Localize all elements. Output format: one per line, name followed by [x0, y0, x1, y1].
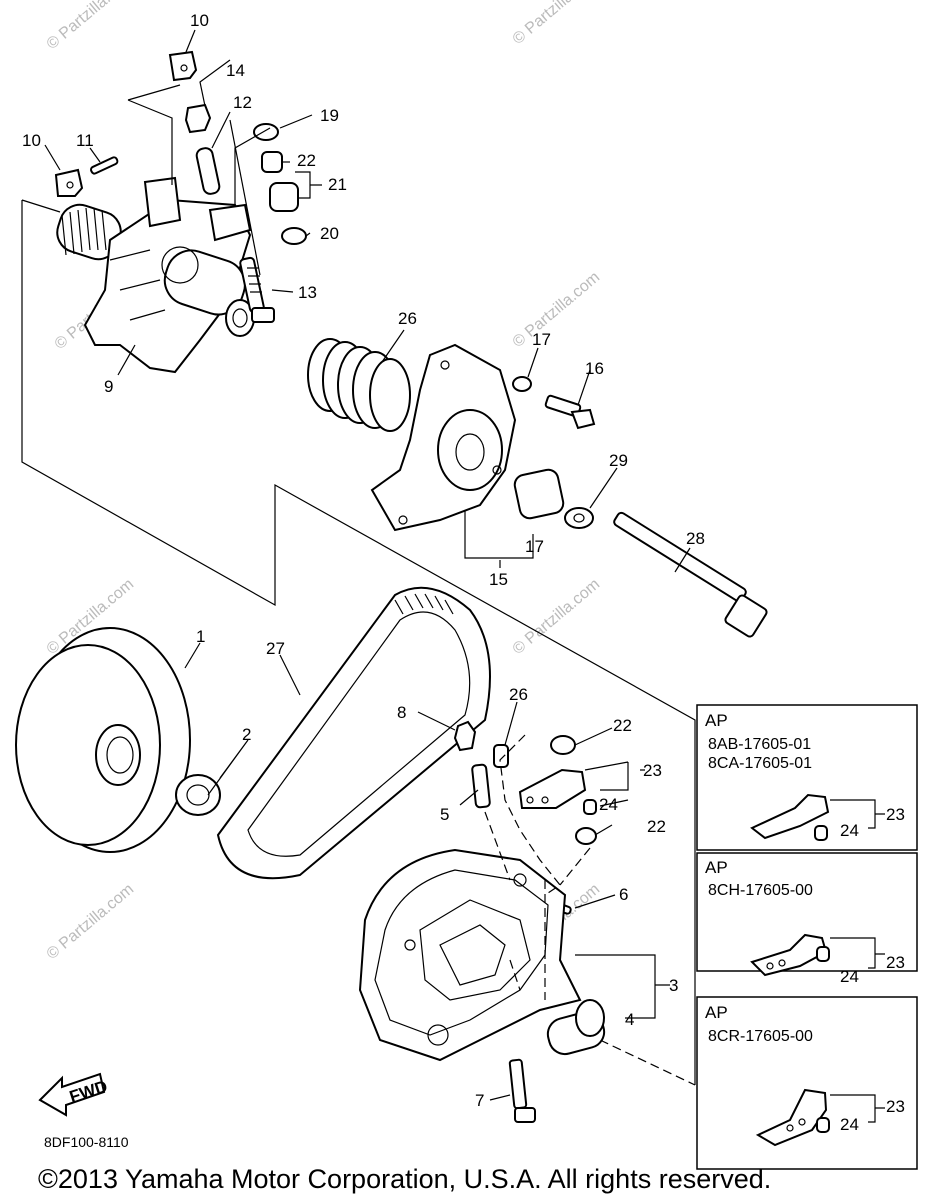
- callout: 21: [328, 175, 347, 194]
- assembly-outline: [21, 199, 696, 1086]
- drive-belt: [216, 586, 491, 880]
- callout: 23: [643, 761, 662, 780]
- callout: 5: [440, 805, 449, 824]
- watermark: © Partzilla.com: [510, 0, 604, 48]
- spring: [307, 338, 411, 432]
- callout: 29: [609, 451, 628, 470]
- copyright-notice: ©2013 Yamaha Motor Corporation, U.S.A. A…: [38, 1164, 771, 1194]
- callout: 11: [76, 131, 94, 150]
- callout: 24: [599, 795, 618, 814]
- clutch-weights: [453, 720, 597, 915]
- ap-title: AP: [705, 858, 728, 877]
- watermark: © Partzilla.com: [44, 0, 138, 53]
- callout: 7: [475, 1091, 484, 1110]
- callout: 16: [585, 359, 604, 378]
- ap-label: 23: [886, 805, 905, 824]
- callout: 17: [532, 330, 551, 349]
- bushing: [175, 774, 221, 816]
- callout: 12: [233, 93, 252, 112]
- fwd-arrow-icon: FWD: [38, 1072, 110, 1117]
- ap-part-code: 8CR-17605-00: [708, 1028, 813, 1045]
- callout: 6: [619, 885, 628, 904]
- ap-box-3: AP 8CR-17605-00 23 24: [696, 996, 918, 1170]
- ap-label: 24: [840, 1115, 859, 1134]
- callout: 26: [509, 685, 528, 704]
- ap-part-code: 8AB-17605-01: [708, 736, 811, 753]
- callout: 4: [625, 1010, 634, 1029]
- callout: 22: [297, 151, 316, 170]
- watermark: © Partzilla.com: [510, 269, 604, 351]
- callout: 9: [104, 377, 113, 396]
- callout-labels: 10 10 11 12 13 14 19 20 22 21 9 26 17 16…: [22, 11, 705, 1110]
- callout: 1: [196, 627, 205, 646]
- callout: 3: [669, 976, 678, 995]
- ap-title: AP: [705, 711, 728, 730]
- callout: 19: [320, 106, 339, 125]
- callout: 27: [266, 639, 285, 658]
- callout: 28: [686, 529, 705, 548]
- callout: 10: [22, 131, 41, 150]
- callout: 15: [489, 570, 508, 589]
- primary-clutch-housing: [358, 848, 606, 1123]
- fixed-sheave: [15, 627, 191, 853]
- callout: 2: [242, 725, 251, 744]
- ap-box-2: AP 8CH-17605-00 23 24: [696, 852, 918, 986]
- callout: 14: [226, 61, 245, 80]
- callout: 26: [398, 309, 417, 328]
- ap-part-code: 8CA-17605-01: [708, 755, 812, 772]
- ap-label: 23: [886, 1097, 905, 1116]
- sheave-cap: [370, 343, 596, 532]
- ap-part-code: 8CH-17605-00: [708, 882, 813, 899]
- callout: 20: [320, 224, 339, 243]
- ap-box-1: AP 8AB-17605-01 8CA-17605-01 23 24: [696, 704, 918, 851]
- callout: 8: [397, 703, 406, 722]
- watermark: © Partzilla.com: [510, 576, 604, 658]
- primary-sheave-assembly: [56, 176, 255, 374]
- fwd-label: FWD: [67, 1077, 110, 1107]
- ap-label: 23: [886, 953, 905, 972]
- callout: 13: [298, 283, 317, 302]
- center-bolt: [613, 511, 768, 638]
- ap-title: AP: [705, 1003, 728, 1022]
- ap-label: 24: [840, 967, 859, 986]
- watermark: © Partzilla.com: [44, 881, 138, 963]
- callout: 22: [647, 817, 666, 836]
- callout: 17: [525, 537, 544, 556]
- callout: 10: [190, 11, 209, 30]
- callout: 22: [613, 716, 632, 735]
- drawing-code: 8DF100-8110: [44, 1134, 129, 1150]
- ap-label: 24: [840, 821, 859, 840]
- leader-lines: [44, 29, 691, 1101]
